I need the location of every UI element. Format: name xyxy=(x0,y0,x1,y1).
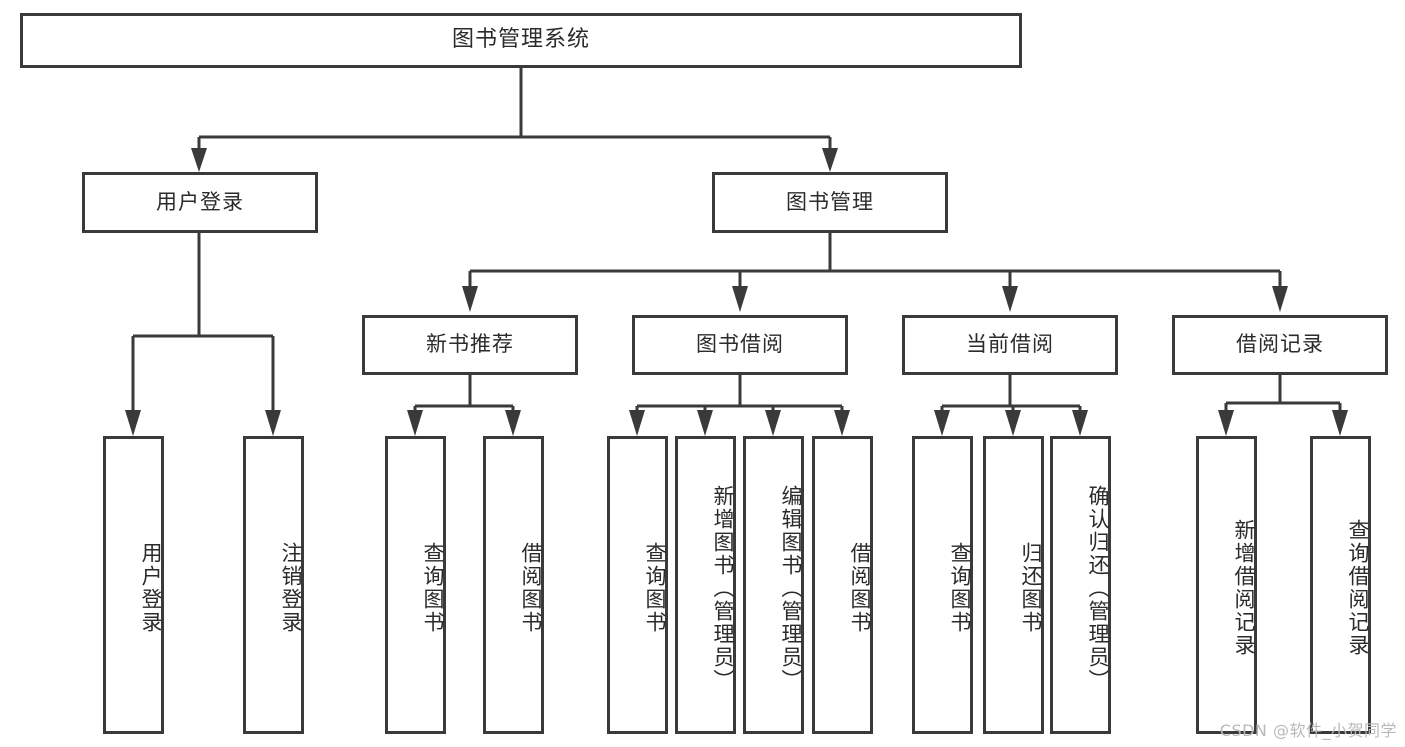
leaf-current-3[interactable]: 确认归还（管理员） xyxy=(1050,436,1111,734)
arrow-current-l1 xyxy=(934,410,950,436)
arrow-newbooks-l1 xyxy=(407,410,423,436)
arrow-user-to-leaf2 xyxy=(265,410,281,436)
leaf-user-login-1[interactable]: 用户登录 xyxy=(103,436,164,734)
arrow-records-l1 xyxy=(1218,410,1234,436)
arrow-book-to-c3 xyxy=(1002,286,1018,312)
csdn-watermark: CSDN @软件_小贺同学 xyxy=(1219,721,1397,740)
leaf-records-2[interactable]: 查询借阅记录 xyxy=(1310,436,1371,734)
leaf-borrow-3[interactable]: 编辑图书（管理员） xyxy=(743,436,804,734)
node-borrow-records[interactable]: 借阅记录 xyxy=(1172,315,1388,375)
node-new-book-recommend-label: 新书推荐 xyxy=(426,332,514,357)
leaf-borrow-2[interactable]: 新增图书（管理员） xyxy=(675,436,736,734)
arrow-records-l2 xyxy=(1332,410,1348,436)
arrow-current-l2 xyxy=(1005,410,1021,436)
leaf-current-3-label: 确认归还（管理员） xyxy=(1086,484,1110,692)
leaf-borrow-1-label: 查询图书 xyxy=(643,542,667,634)
leaf-current-1[interactable]: 查询图书 xyxy=(912,436,973,734)
node-root[interactable]: 图书管理系统 xyxy=(20,13,1022,68)
leaf-current-2-label: 归还图书 xyxy=(1019,542,1043,634)
node-borrow-records-label: 借阅记录 xyxy=(1236,332,1324,357)
arrow-book-to-c4 xyxy=(1272,286,1288,312)
leaf-borrow-3-label: 编辑图书（管理员） xyxy=(779,484,803,692)
leaf-records-1[interactable]: 新增借阅记录 xyxy=(1196,436,1257,734)
leaf-borrow-2-label: 新增图书（管理员） xyxy=(711,484,735,692)
arrow-user-to-leaf1 xyxy=(125,410,141,436)
arrow-current-l3 xyxy=(1072,410,1088,436)
leaf-new-books-2-label: 借阅图书 xyxy=(519,542,543,634)
leaf-records-1-label: 新增借阅记录 xyxy=(1232,519,1256,657)
leaf-new-books-1[interactable]: 查询图书 xyxy=(385,436,446,734)
node-book-management[interactable]: 图书管理 xyxy=(712,172,948,233)
arrow-borrow-l2 xyxy=(697,410,713,436)
leaf-borrow-4-label: 借阅图书 xyxy=(848,542,872,634)
leaf-user-login-1-label: 用户登录 xyxy=(139,542,163,634)
arrow-borrow-l1 xyxy=(629,410,645,436)
node-current-borrow[interactable]: 当前借阅 xyxy=(902,315,1118,375)
leaf-user-login-2[interactable]: 注销登录 xyxy=(243,436,304,734)
node-root-label: 图书管理系统 xyxy=(451,27,590,53)
leaf-borrow-1[interactable]: 查询图书 xyxy=(607,436,668,734)
leaf-user-login-2-label: 注销登录 xyxy=(279,542,303,634)
node-new-book-recommend[interactable]: 新书推荐 xyxy=(362,315,578,375)
node-book-borrow-label: 图书借阅 xyxy=(696,332,784,357)
leaf-new-books-2[interactable]: 借阅图书 xyxy=(483,436,544,734)
arrow-borrow-l4 xyxy=(834,410,850,436)
leaf-borrow-4[interactable]: 借阅图书 xyxy=(812,436,873,734)
arrow-root-to-user xyxy=(191,148,207,172)
arrow-root-to-book xyxy=(822,148,838,172)
arrow-book-to-c2 xyxy=(732,286,748,312)
leaf-records-2-label: 查询借阅记录 xyxy=(1346,519,1370,657)
node-book-borrow[interactable]: 图书借阅 xyxy=(632,315,848,375)
node-user-login[interactable]: 用户登录 xyxy=(82,172,318,233)
node-current-borrow-label: 当前借阅 xyxy=(966,332,1054,357)
leaf-current-1-label: 查询图书 xyxy=(948,542,972,634)
leaf-current-2[interactable]: 归还图书 xyxy=(983,436,1044,734)
leaf-new-books-1-label: 查询图书 xyxy=(421,542,445,634)
node-user-login-label: 用户登录 xyxy=(156,189,244,214)
arrow-newbooks-l2 xyxy=(505,410,521,436)
arrow-book-to-c1 xyxy=(462,286,478,312)
node-book-management-label: 图书管理 xyxy=(786,189,874,214)
arrow-borrow-l3 xyxy=(765,410,781,436)
